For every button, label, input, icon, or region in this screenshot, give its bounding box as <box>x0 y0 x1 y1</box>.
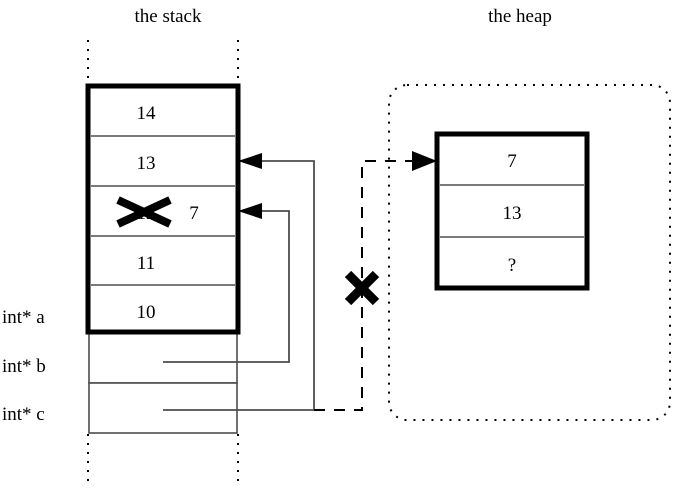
pointer-c-path <box>163 153 315 411</box>
stack-dotted-guides-bottom <box>87 434 239 486</box>
stack-cell-value-1: 13 <box>137 153 156 174</box>
strike-x-mark-icon <box>116 196 172 228</box>
stack-var-label-a: int* a <box>2 307 45 328</box>
stack-frame-block <box>85 83 241 335</box>
dangling-pointer-path <box>314 151 437 411</box>
stack-dotted-guides-top <box>87 40 239 86</box>
stack-title: the stack <box>134 6 202 27</box>
stack-cell-value-3: 11 <box>137 253 155 274</box>
heap-cell-value-2: ? <box>508 255 516 276</box>
heap-title: the heap <box>488 6 552 27</box>
stack-cell-value-0: 14 <box>137 103 157 124</box>
heap-cell-value-0: 7 <box>507 151 517 172</box>
stack-cell-value-2-new: 7 <box>189 203 199 224</box>
heap-cell-value-1: 13 <box>503 203 522 224</box>
stack-var-label-b: int* b <box>2 356 46 377</box>
broken-pointer-x-mark-icon <box>344 270 380 306</box>
heap-block <box>434 131 590 291</box>
pointer-b-path <box>163 203 290 363</box>
stack-cell-value-4: 10 <box>137 302 156 323</box>
stack-var-label-c: int* c <box>2 404 45 425</box>
stack-variable-slots <box>88 332 238 434</box>
